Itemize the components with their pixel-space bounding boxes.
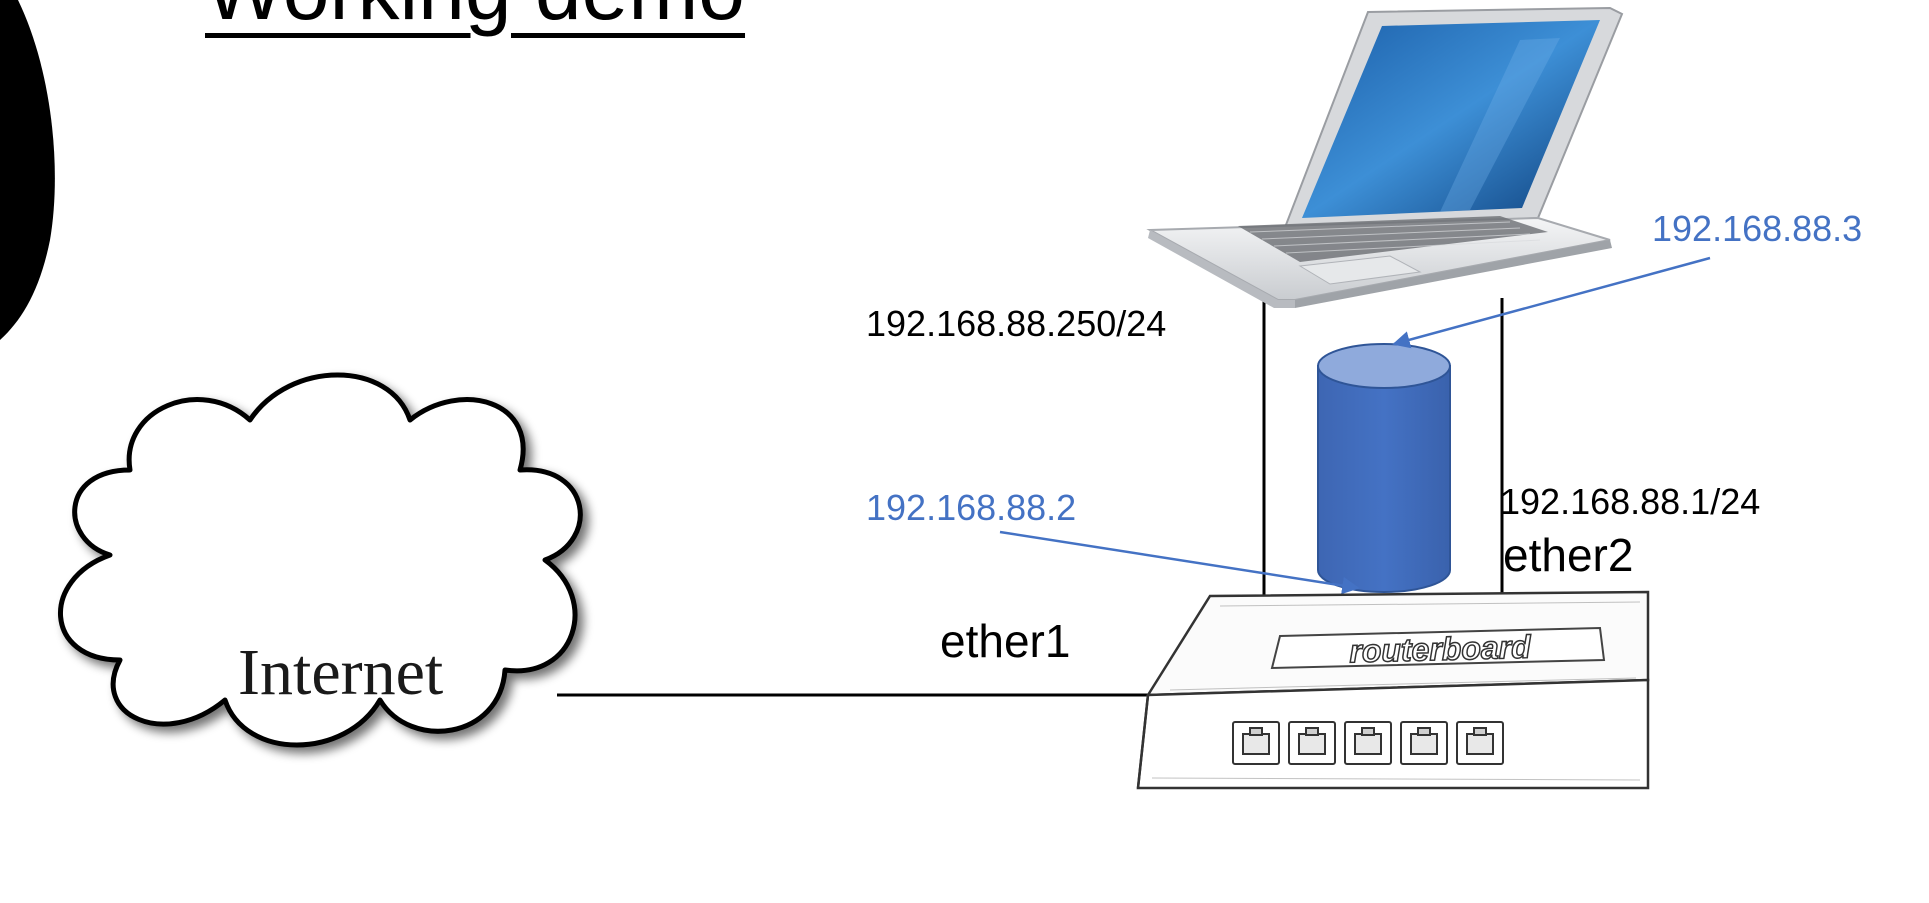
router-port-4: [1400, 721, 1448, 765]
arrow-laptop-ip: [1392, 256, 1711, 349]
network-links: [557, 298, 1504, 697]
laptop-ip-label: 192.168.88.3: [1652, 208, 1863, 249]
routerboard-logo: routerboard: [1349, 629, 1533, 670]
left-edge-shape: [0, 0, 55, 340]
router-ports: [1232, 721, 1504, 765]
router-port-3: [1344, 721, 1392, 765]
router-port-5: [1456, 721, 1504, 765]
arrow-device-ip: [999, 530, 1360, 595]
routerboard-icon: [1136, 590, 1650, 790]
internet-label: Internet: [238, 636, 444, 709]
device-ip-label: 192.168.88.2: [866, 487, 1077, 528]
ip-arrows: [999, 256, 1711, 595]
ether2-label: ether2: [1503, 529, 1634, 581]
ether1-label: ether1: [940, 615, 1071, 667]
router-ip-right-label: 192.168.88.1/24: [1500, 481, 1761, 522]
router-port-2: [1288, 721, 1336, 765]
cylinder-device-icon: [1317, 343, 1451, 593]
router-port-1: [1232, 721, 1280, 765]
router-ip-left-label: 192.168.88.250/24: [866, 303, 1167, 344]
laptop-icon: [1146, 6, 1624, 308]
slide-title: Working demo: [205, 0, 745, 32]
internet-cloud-icon: [58, 372, 583, 748]
